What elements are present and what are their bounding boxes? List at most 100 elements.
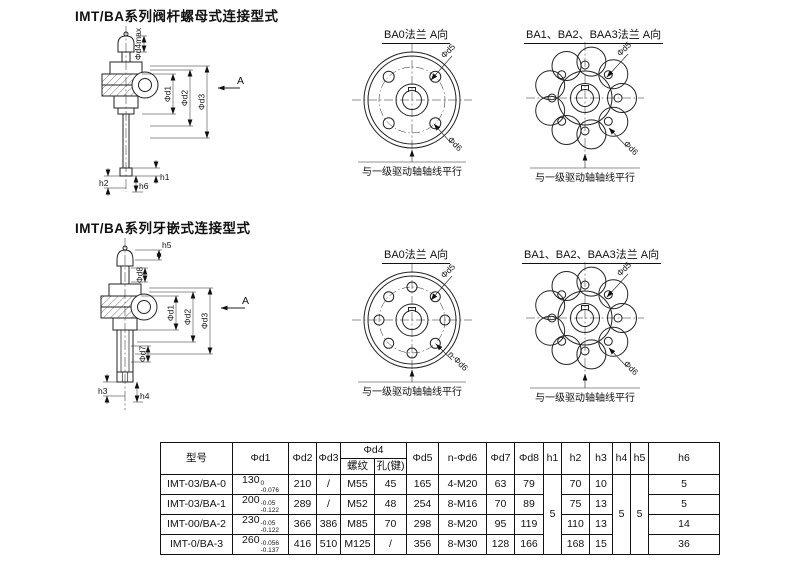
cell-h2: 70	[561, 474, 590, 495]
cell-d2: 289	[288, 494, 317, 515]
tol-lower: -0.137	[260, 546, 279, 554]
cell-hole: /	[374, 534, 407, 555]
dim-d1-label: Φd1	[163, 86, 173, 103]
cell-d7: 70	[486, 494, 515, 515]
dim-h6-label: h6	[139, 181, 149, 191]
cell-h1-merged: 5	[543, 474, 562, 555]
cell-nd6: 8-M16	[438, 494, 487, 515]
cell-d7: 95	[486, 514, 515, 535]
col-header-d4: Φd4	[340, 442, 407, 459]
cell-d7: 63	[486, 474, 515, 495]
parallel-axis-note: 与一级驱动轴轴线平行	[535, 171, 635, 184]
cell-d7: 128	[486, 534, 515, 555]
cell-d1: 230-0.05-0.122	[232, 514, 289, 535]
cell-d5: 165	[406, 474, 439, 495]
cell-h5-merged: 5	[630, 474, 649, 555]
dim-nd6-label: n-Φd6	[446, 349, 470, 373]
stem-nut-dim-labels: Φd4max Φd1 Φd2 Φd3 A h1 h2 h6	[99, 27, 244, 191]
col-header-d2: Φd2	[288, 442, 317, 475]
dim-h1-label: h1	[160, 172, 170, 182]
col-header-d3: Φd3	[316, 442, 341, 475]
cell-d5: 298	[406, 514, 439, 535]
cell-thread: M85	[340, 514, 375, 535]
ba0-flange-title-1: BA0法兰 A向	[382, 26, 451, 44]
tol-lower: -0.122	[260, 506, 279, 514]
jaw-dim-labels: h5 Φd8 Φd1 Φd2 Φd3 A Φd7 h3 h4	[98, 240, 249, 401]
col-header-d1: Φd1	[232, 442, 289, 475]
cell-d3: 386	[316, 514, 341, 535]
dim-d5-label: Φd5	[615, 260, 634, 278]
cell-hole: 70	[374, 514, 407, 535]
cell-model: IMT-03/BA-0	[160, 474, 233, 495]
dim-d6-label: Φd6	[622, 359, 641, 378]
col-header-d5: Φd5	[406, 442, 439, 475]
ba0-flange-title-2: BA0法兰 A向	[382, 246, 451, 264]
header-row-2: 螺纹 孔(键)	[161, 458, 720, 475]
ba0-flange-geometry-2	[352, 264, 472, 383]
tol-lower: -0.122	[260, 526, 279, 534]
cell-h6: 5	[648, 494, 720, 515]
tol-upper: -0.05	[260, 500, 276, 507]
cell-d3: /	[316, 494, 341, 515]
col-header-h3: h3	[589, 442, 613, 475]
dim-d8-label: Φd8	[135, 267, 145, 284]
view-a-label: A	[237, 75, 244, 87]
section1-title: IMT/BA系列阀杆螺母式连接型式	[75, 9, 279, 24]
cell-model: IMT-03/BA-1	[160, 494, 233, 515]
cell-model: IMT-0/BA-3	[160, 534, 233, 555]
dim-d3-label: Φd3	[200, 313, 210, 330]
col-header-h4: h4	[612, 442, 631, 475]
parallel-axis-note: 与一级驱动轴轴线平行	[362, 385, 462, 398]
cell-hole: 45	[374, 474, 407, 495]
dim-d5-label: Φd5	[439, 41, 458, 60]
col-header-h5: h5	[630, 442, 649, 475]
ba123-flange-title-2: BA1、BA2、BAA3法兰 A向	[522, 246, 662, 264]
table-row: IMT-03/BA-1 200-0.05-0.122 289 / M52 48 …	[160, 494, 720, 515]
header-row-1: 型号 Φd1 Φd2 Φd3 Φd4 Φd5 n-Φd6 Φd7 Φd8 h1 …	[160, 442, 720, 475]
ba0-flange-labels-2: Φd5 n-Φd6 与一级驱动轴轴线平行	[362, 261, 470, 398]
dim-h2-label: h2	[99, 178, 109, 188]
section2-title: IMT/BA系列牙嵌式连接型式	[75, 221, 251, 236]
dim-d4max-label: Φd4max	[133, 27, 143, 60]
cell-d2: 366	[288, 514, 317, 535]
cell-d2: 416	[288, 534, 317, 555]
cell-h2: 168	[561, 534, 590, 555]
dim-h3-label: h3	[98, 386, 108, 396]
cell-h6: 5	[648, 474, 720, 495]
cell-d3: /	[316, 474, 341, 495]
ba123-flange-title-1: BA1、BA2、BAA3法兰 A向	[524, 26, 664, 44]
col-header-hole: 孔(键)	[374, 458, 407, 475]
tol-upper: 0	[260, 480, 265, 487]
cell-d8: 79	[514, 474, 544, 495]
col-header-h1: h1	[543, 442, 562, 475]
cell-d8: 166	[514, 534, 544, 555]
stem-nut-geometry	[101, 26, 240, 196]
cell-d3: 510	[316, 534, 341, 555]
cell-h2: 110	[561, 514, 590, 535]
table-row: IMT-0/BA-3 260-0.056-0.137 416 510 M125 …	[160, 534, 720, 555]
view-a-label: A	[242, 295, 249, 307]
dim-d1-label: Φd1	[166, 305, 176, 322]
col-header-h6: h6	[648, 442, 720, 475]
cell-h3: 13	[589, 494, 613, 515]
cell-h2: 75	[561, 494, 590, 515]
ba0-flange-view-2: Φd5 n-Φd6 与一级驱动轴轴线平行	[352, 261, 472, 398]
cell-h4-merged: 5	[612, 474, 631, 555]
cell-thread: M52	[340, 494, 375, 515]
cell-h3: 10	[589, 474, 613, 495]
dim-d2-label: Φd2	[183, 309, 193, 326]
tol-upper: -0.056	[260, 540, 279, 547]
col-header-d7: Φd7	[486, 442, 515, 475]
cell-nd6: 8-M30	[438, 534, 487, 555]
ba0-flange-view-1: Φd5 Φd6 与一级驱动轴轴线平行	[352, 41, 472, 178]
dim-d3-label: Φd3	[197, 94, 207, 111]
ba123-flange-geometry-2	[526, 262, 644, 389]
jaw-geometry	[100, 238, 245, 410]
cell-model: IMT-00/BA-2	[160, 514, 233, 535]
col-header-d8: Φd8	[514, 442, 544, 475]
dim-d2-label: Φd2	[180, 90, 190, 107]
dimension-table: 型号 Φd1 Φd2 Φd3 Φd4 Φd5 n-Φd6 Φd7 Φd8 h1 …	[160, 442, 720, 555]
